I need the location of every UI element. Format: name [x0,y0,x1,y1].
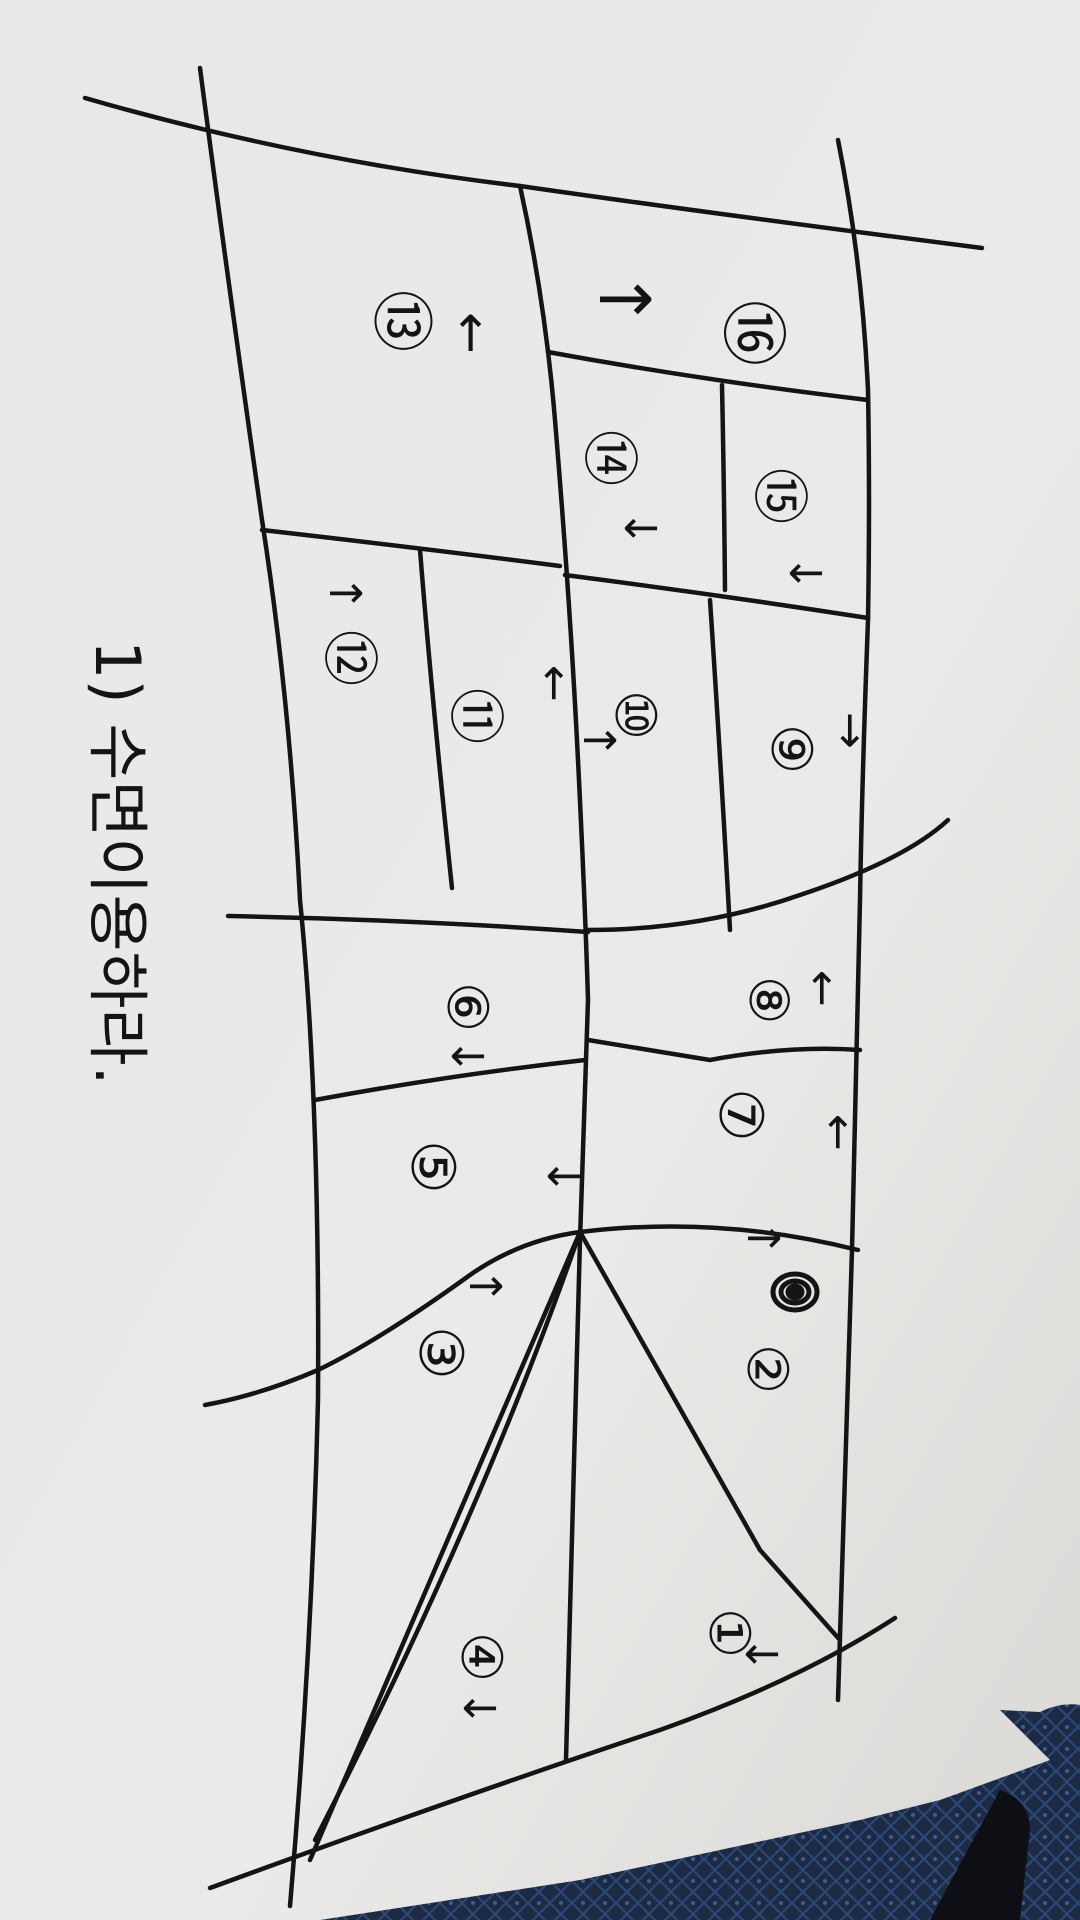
cell-arrow-12: ↑ [319,575,370,612]
cell-label-11: ⑪ [442,688,507,744]
curve-right [585,817,951,933]
cell-label-8: ⑧ [737,976,800,1024]
dark-object [930,1790,1030,1920]
cell-label-5: ⑤ [397,1140,467,1194]
cell-label-10: ⑩ [602,690,667,740]
cell-arrow-14: ↓ [614,510,665,547]
sketch-drawing [82,65,985,1909]
cell-label-13: ⑬ [365,290,438,352]
cell-arrow-3: ↑ [459,1268,510,1305]
bottom-boundary-line [207,1615,898,1891]
divider-right-e [585,1037,863,1063]
cell-arrow-1: ↓ [735,1636,786,1673]
divider-left-c [312,1057,588,1103]
fan-line-d [202,1229,583,1408]
cell-label-7: ⑦ [705,1088,775,1142]
cell-arrow-15: ↓ [779,555,830,592]
cell-arrow-16: ↑ [583,270,665,329]
divider-right-b [719,382,728,593]
fan-line-c [307,1229,583,1863]
cell-label-6: ⑥ [434,982,499,1032]
cell-labels: ⑯ ↑ ⑬ ← ⑭ ↓ ⑮ ↓ ⑫ ↑ ⑪ ← ⑩ ↑ ⑨ → ⑥ ↓ ⑧ ← … [316,270,876,1727]
cell-label-16: ⑯ [714,300,791,366]
cell-label-4: ④ [448,1632,513,1682]
cell-arrow-2: ↑ [737,1220,788,1257]
right-wall-line [835,137,872,1703]
cell-arrow-13: ← [443,312,501,354]
cell-arrow-9: → [825,712,876,749]
handwritten-note: 1) 수면이용하라. [81,640,154,1085]
middle-wall-line [517,183,591,1763]
cell-label-2: ② [734,1344,799,1394]
divider-right-d [707,597,733,933]
ink-scribble [770,1271,820,1313]
cell-label-12: ⑫ [316,630,381,686]
cell-label-3: ③ [405,1326,475,1380]
cell-arrow-11: ← [529,665,580,702]
divider-inner-vertical [417,547,455,891]
cell-arrow-7: ← [813,1114,864,1151]
cell-arrow-4: ↓ [453,1690,504,1727]
cell-arrow-6: ↓ [441,1038,492,1075]
cell-label-9: ⑨ [758,724,823,774]
cell-arrow-10: ↑ [573,722,624,759]
cell-arrow-5: ↓ [537,1158,588,1195]
divider-right-a [545,349,871,403]
fan-line-a [577,1229,843,1643]
divider-left-b [225,913,591,935]
fan-line-b [312,1229,583,1843]
cell-label-14: ⑭ [576,430,641,486]
divider-right-c [562,572,871,621]
divider-left-a [259,527,563,569]
cell-label-1: ① [696,1608,761,1658]
cell-label-15: ⑮ [746,468,811,524]
cell-arrow-8: ← [797,970,848,1007]
divider-right-f [577,1224,861,1253]
